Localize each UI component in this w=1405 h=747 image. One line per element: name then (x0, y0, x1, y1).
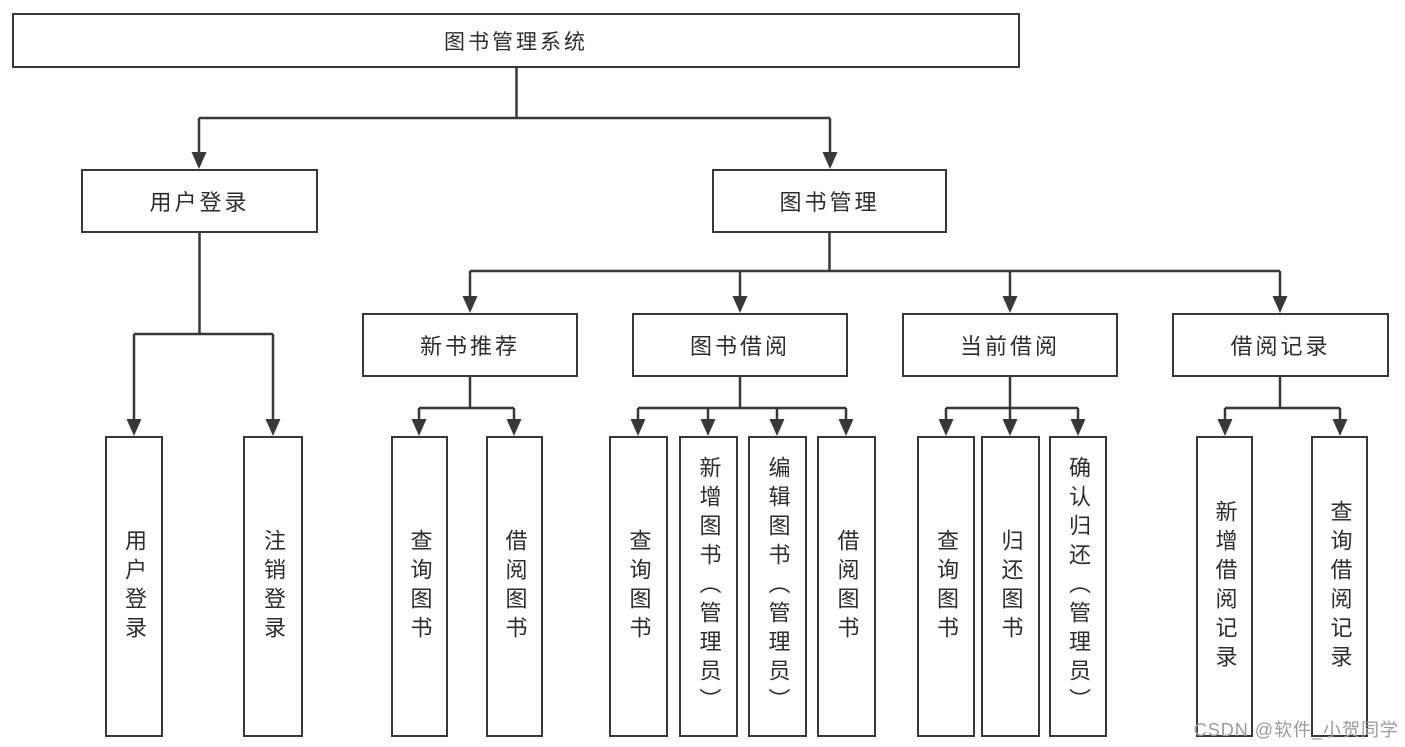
leaf-logout: 注销登录 (243, 436, 303, 737)
leaf-query-books-2-label: 查询图书 (626, 528, 652, 645)
leaf-add-borrow-record-label: 新增借阅记录 (1212, 499, 1238, 674)
leaf-confirm-return-admin: 确认归还（管理员） (1049, 436, 1107, 737)
leaf-borrow-books-1-label: 借阅图书 (502, 528, 528, 645)
leaf-edit-book-admin-label: 编辑图书（管理员） (765, 456, 791, 717)
leaf-user-login: 用户登录 (105, 436, 163, 737)
leaf-add-borrow-record: 新增借阅记录 (1196, 436, 1253, 737)
node-new-book-recommend: 新书推荐 (362, 313, 578, 377)
node-user-login: 用户登录 (81, 169, 318, 233)
leaf-edit-book-admin: 编辑图书（管理员） (748, 436, 807, 737)
node-book-management: 图书管理 (712, 169, 947, 233)
leaf-query-books-2: 查询图书 (609, 436, 668, 737)
watermark: CSDN @软件_小贺同学 (1193, 720, 1399, 740)
leaf-return-book: 归还图书 (981, 436, 1040, 737)
leaf-query-books-3-label: 查询图书 (934, 528, 959, 645)
node-root: 图书管理系统 (12, 13, 1020, 68)
leaf-borrow-books-2: 借阅图书 (817, 436, 876, 737)
node-book-borrow: 图书借阅 (632, 313, 848, 377)
leaf-borrow-books-1: 借阅图书 (486, 436, 543, 737)
connector-lines (132, 68, 1342, 423)
leaf-add-book-admin: 新增图书（管理员） (679, 436, 738, 737)
leaf-logout-label: 注销登录 (261, 528, 286, 645)
leaf-query-books-3: 查询图书 (917, 436, 975, 737)
leaf-add-book-admin-label: 新增图书（管理员） (696, 456, 722, 717)
leaf-borrow-books-2-label: 借阅图书 (834, 528, 860, 645)
leaf-return-book-label: 归还图书 (998, 528, 1024, 645)
leaf-query-borrow-record: 查询借阅记录 (1311, 436, 1368, 737)
leaf-confirm-return-admin-label: 确认归还（管理员） (1066, 456, 1091, 717)
leaf-query-books-1-label: 查询图书 (407, 528, 433, 645)
node-current-borrow: 当前借阅 (902, 313, 1118, 377)
node-borrow-records: 借阅记录 (1172, 313, 1389, 377)
leaf-query-borrow-record-label: 查询借阅记录 (1327, 499, 1353, 674)
leaf-query-books-1: 查询图书 (391, 436, 448, 737)
leaf-user-login-label: 用户登录 (122, 528, 147, 645)
